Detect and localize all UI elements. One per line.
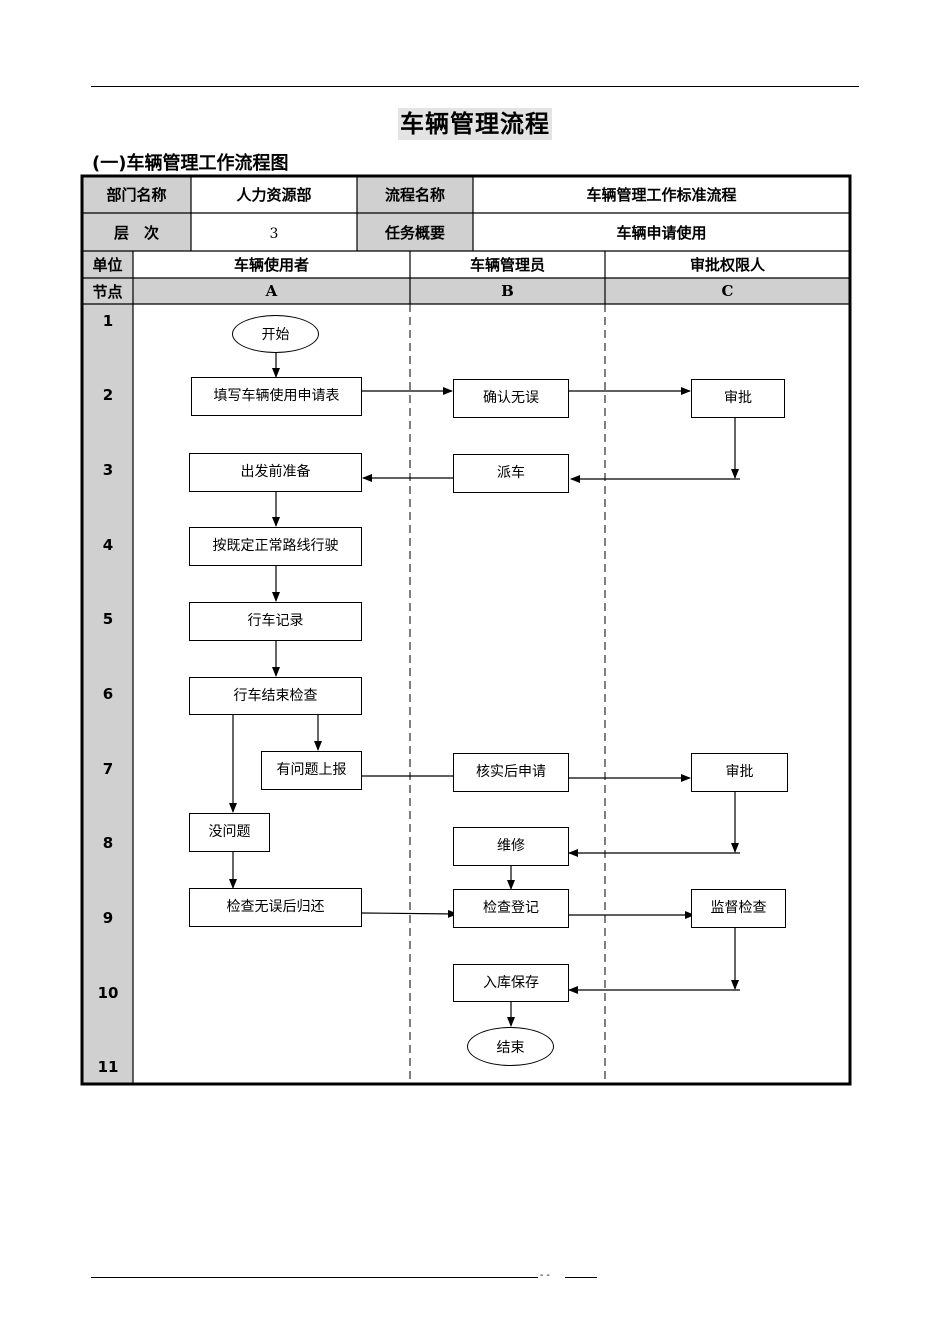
lane-a-code: A bbox=[265, 282, 278, 300]
start-node: 开始 bbox=[232, 315, 319, 353]
top-rule bbox=[91, 86, 859, 87]
supervise-node: 监督检查 bbox=[691, 889, 786, 928]
repair-node: 维修 bbox=[453, 827, 569, 866]
level-value: 3 bbox=[269, 226, 279, 242]
node-label: 节点 bbox=[92, 282, 123, 301]
row-number-6: 6 bbox=[102, 685, 114, 703]
row-number-7: 7 bbox=[102, 760, 114, 778]
bottom-rule-short bbox=[565, 1277, 597, 1278]
inspect-register-node: 检查登记 bbox=[453, 889, 569, 928]
row-number-3: 3 bbox=[102, 461, 114, 479]
lane-c-name: 审批权限人 bbox=[689, 256, 765, 274]
row-number-2: 2 bbox=[102, 386, 114, 404]
row-number-9: 9 bbox=[102, 909, 114, 927]
approve-node-1: 审批 bbox=[691, 379, 785, 418]
return-ok-node: 检查无误后归还 bbox=[189, 888, 362, 927]
unit-label: 单位 bbox=[92, 256, 123, 274]
fill-form-node: 填写车辆使用申请表 bbox=[191, 377, 362, 416]
log-node: 行车记录 bbox=[189, 602, 362, 641]
lane-b-name: 车辆管理员 bbox=[469, 256, 545, 274]
task-label: 任务概要 bbox=[384, 223, 445, 242]
task-value: 车辆申请使用 bbox=[616, 223, 707, 242]
level-label: 层 次 bbox=[113, 223, 159, 242]
dispatch-node: 派车 bbox=[453, 454, 569, 493]
drive-node: 按既定正常路线行驶 bbox=[189, 527, 362, 566]
lane-c-code: C bbox=[721, 282, 734, 300]
left-column-bg bbox=[82, 251, 133, 1084]
approve-node-2: 审批 bbox=[691, 753, 788, 792]
document-title: 车辆管理流程 bbox=[398, 108, 552, 140]
process-label: 流程名称 bbox=[384, 186, 445, 204]
dept-value: 人力资源部 bbox=[236, 186, 312, 204]
row-number-10: 10 bbox=[97, 984, 119, 1002]
confirm-node: 确认无误 bbox=[453, 379, 569, 418]
report-issue-node: 有问题上报 bbox=[261, 751, 362, 790]
prepare-node: 出发前准备 bbox=[189, 453, 362, 492]
row-number-8: 8 bbox=[102, 834, 114, 852]
row-number-5: 5 bbox=[102, 610, 114, 628]
node-row-bg bbox=[133, 278, 850, 304]
lane-b-code: B bbox=[501, 282, 514, 300]
verify-apply-node: 核实后申请 bbox=[453, 753, 569, 792]
no-issue-node: 没问题 bbox=[189, 813, 270, 852]
bottom-rule bbox=[91, 1277, 538, 1278]
section-heading: (一)车辆管理工作流程图 bbox=[92, 153, 289, 174]
end-node: 结束 bbox=[467, 1027, 554, 1066]
row-number-11: 11 bbox=[97, 1058, 119, 1076]
row-number-4: 4 bbox=[102, 536, 114, 554]
footer-marks: - - bbox=[540, 1270, 550, 1281]
dept-label: 部门名称 bbox=[106, 186, 167, 204]
row-number-1: 1 bbox=[102, 312, 114, 330]
check-end-node: 行车结束检查 bbox=[189, 677, 362, 715]
process-value: 车辆管理工作标准流程 bbox=[586, 186, 737, 204]
lane-a-name: 车辆使用者 bbox=[233, 256, 309, 274]
store-node: 入库保存 bbox=[453, 964, 569, 1002]
